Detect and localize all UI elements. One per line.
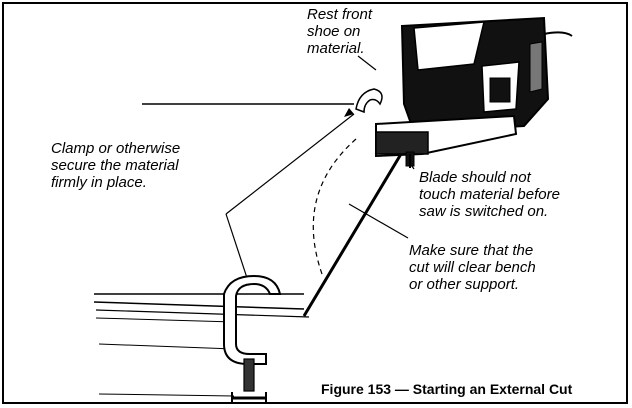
- material-grip: [355, 88, 383, 114]
- bench-top: [93, 293, 310, 397]
- cut-line: [302, 148, 406, 317]
- jigsaw: [375, 16, 573, 168]
- callout-rest-shoe: Rest front shoe on material.: [307, 6, 373, 57]
- leader-lines: [225, 55, 415, 285]
- figure-frame: Rest front shoe on material. Clamp or ot…: [2, 2, 628, 404]
- callout-clamp: Clamp or otherwise secure the material f…: [51, 140, 181, 191]
- jigsaw-illustration: [93, 16, 573, 402]
- callout-blade: Blade should not touch material before s…: [419, 169, 560, 220]
- clamp: [223, 274, 282, 402]
- figure-caption: Figure 153 — Starting an External Cut: [321, 381, 573, 397]
- arrow-head: [344, 108, 354, 117]
- callout-clearance: Make sure that the cut will clear bench …: [409, 242, 536, 293]
- clearance-arc: [312, 138, 357, 275]
